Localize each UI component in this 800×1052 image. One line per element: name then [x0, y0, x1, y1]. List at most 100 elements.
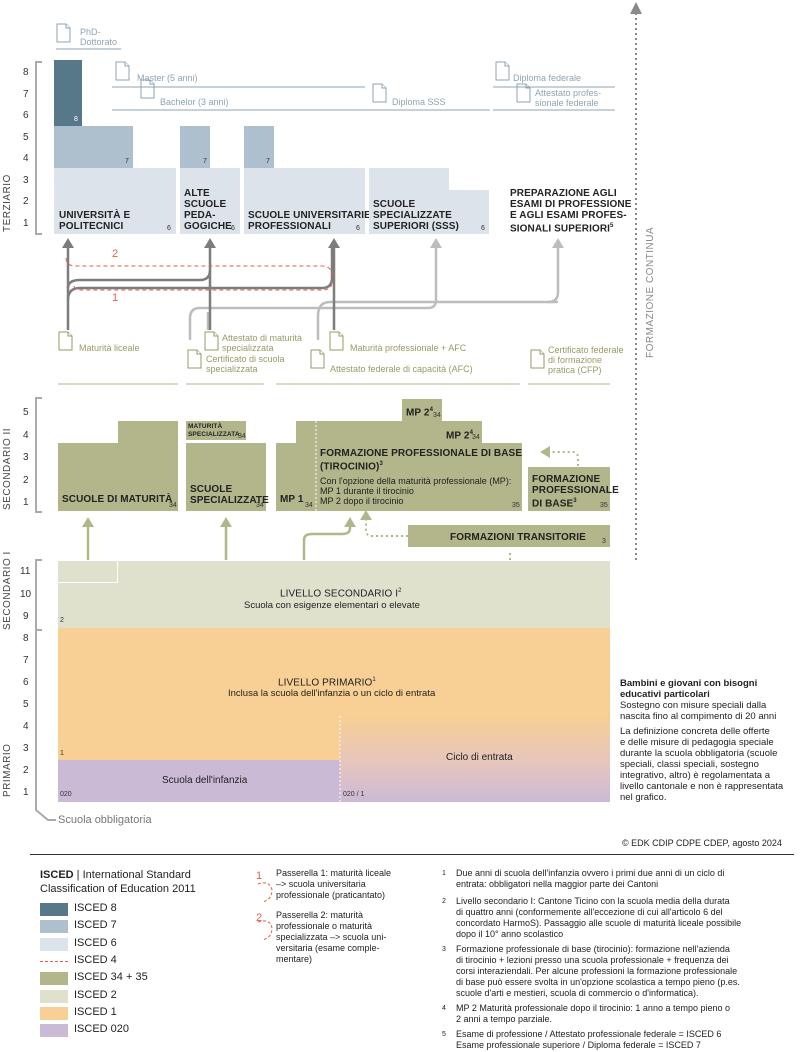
- year-tick-terziario: 4: [23, 153, 29, 164]
- passerella-legend-n1: 1: [256, 870, 263, 882]
- fpb-title: FORMAZIONE PROFESSIONALE DI BASE (TIROCI…: [320, 448, 523, 473]
- cert-bachelor: Bachelor (3 anni): [160, 97, 229, 107]
- maturita-top-block: [118, 421, 178, 443]
- year-tick-terziario: 5: [23, 131, 29, 143]
- cert-certificato-scuola: Certificato di scuola specializzata: [206, 354, 285, 374]
- code-6-alte: 6: [231, 225, 235, 232]
- year-tick-primario: 1: [23, 787, 29, 798]
- legend-swatch-isced020: [40, 1024, 68, 1038]
- code-6-sss: 6: [481, 225, 485, 232]
- cert-attestato-afc: Attestato federale di capacità (AFC): [330, 364, 473, 374]
- legend-swatch-isced6: [40, 937, 68, 951]
- sec1-notch: [58, 561, 118, 583]
- code-020-1: 020 / 1: [343, 791, 365, 798]
- fpb-block: [316, 443, 522, 511]
- footnote-text: MP 2 Maturità professionale dopo il tiro…: [456, 1003, 730, 1024]
- code-6-sup: 6: [356, 225, 360, 232]
- code-35-fpb2: 35: [600, 502, 608, 509]
- mp2-top-label: MP 24: [406, 407, 433, 419]
- footnote-number: 5: [442, 1031, 446, 1038]
- cert-maturita-prof: Maturità professionale + AFC: [350, 343, 467, 353]
- year-tick-sec1: 10: [20, 588, 32, 600]
- year-tick-sec2: 5: [23, 407, 29, 418]
- mp1-label: MP 1: [280, 494, 304, 505]
- year-tick-sec2: 3: [23, 452, 29, 463]
- code-35-fpb: 35: [512, 502, 520, 509]
- cert-certificato-cfp: Certificato federale di formazione prati…: [548, 345, 624, 375]
- footnote-number: 4: [442, 1005, 446, 1012]
- legend-swatch-isced34: [40, 972, 68, 986]
- code-2: 2: [60, 617, 64, 624]
- uni-block: [54, 168, 176, 234]
- footnote-number: 1: [442, 870, 446, 877]
- uni-label: UNIVERSITÀ E POLITECNICI: [59, 210, 131, 232]
- legend-label-isced34: ISCED 34 + 35: [74, 971, 148, 984]
- sup-block: [244, 168, 365, 234]
- cert-maturita-liceale: Maturità liceale: [79, 343, 140, 353]
- cert-diploma-federale: Diploma federale: [513, 73, 582, 83]
- master-sup-block: [244, 126, 274, 168]
- year-tick-primario: 7: [23, 655, 29, 666]
- special-p2: La definizione concreta delle offerte e …: [620, 726, 784, 803]
- legend-swatch-isced2: [40, 989, 68, 1003]
- infanzia-label: Scuola dell'infanzia: [162, 775, 248, 786]
- legend-title: ISCED | International Standard Classific…: [40, 869, 196, 895]
- prim-title: LIVELLO PRIMARIO1: [278, 677, 376, 689]
- year-tick-sec1: 11: [20, 566, 31, 577]
- mat-spec-label: MATURITÀ SPECIALIZZATA: [188, 423, 240, 438]
- special-title: Bambini e giovani con bisogni educativi …: [620, 678, 758, 700]
- phd-block-lower: [54, 60, 82, 126]
- code-34-maturita: 34: [169, 502, 177, 509]
- year-tick-terziario: 1: [23, 217, 29, 229]
- transitorie-label: FORMAZIONI TRANSITORIE: [450, 532, 586, 543]
- code-1: 1: [60, 750, 64, 757]
- year-tick-sec2: 1: [23, 497, 29, 508]
- cert-attestato-prof: Attestato profes- sionale federale: [535, 88, 602, 108]
- special-p1: Sostegno con misure speciali dalla nasci…: [620, 700, 777, 722]
- legend-swatch-isced8: [40, 903, 68, 916]
- code-8b: 8: [74, 116, 78, 123]
- year-tick-primario: 5: [23, 699, 29, 710]
- maturita-block: [58, 443, 178, 511]
- fpb2-block: [528, 467, 610, 511]
- year-tick-sec1: 9: [23, 611, 29, 622]
- mp1-block: [276, 443, 316, 511]
- passerella-1-label: 1: [112, 292, 119, 304]
- code-7-sup: 7: [266, 158, 270, 165]
- cert-phd: PhD- Dottorato: [80, 27, 118, 47]
- cert-master: Master (5 anni): [137, 73, 198, 83]
- maturita-label: SCUOLE DI MATURITÀ: [62, 494, 173, 505]
- code-34-mp2a: 34: [433, 412, 441, 419]
- code-7-alte: 7: [203, 158, 207, 165]
- legend-label-isced7: ISCED 7: [74, 919, 117, 932]
- legend-swatch-isced1: [40, 1006, 68, 1020]
- code-34-spec: 34: [256, 502, 264, 509]
- mp2-mid-label: MP 24: [446, 430, 473, 442]
- year-tick-sec2: 2: [23, 474, 29, 486]
- passerella-2-label: 2: [112, 248, 119, 260]
- code-020: 020: [60, 791, 72, 798]
- ciclo-label: Ciclo di entrata: [446, 752, 513, 763]
- year-tick-primario: 2: [23, 765, 29, 776]
- year-tick-terziario: 3: [23, 174, 29, 186]
- footnote-number: 2: [442, 898, 446, 905]
- legend-label-isced6: ISCED 6: [74, 936, 117, 949]
- year-tick-terziario: 2: [23, 196, 29, 207]
- code-3-trans: 3: [602, 538, 606, 545]
- infanzia-block: [58, 760, 340, 802]
- footnote-text: Formazione professionale di base (tiroci…: [456, 944, 740, 998]
- footnote-text: Livello secondario I: Cantone Ticino con…: [456, 896, 742, 939]
- passerella-legend-t1: Passerella 1: maturità liceale –> scuola…: [276, 868, 392, 900]
- legend-label-isced020: ISCED 020: [74, 1023, 130, 1036]
- sec1-block: [58, 561, 610, 628]
- copyright: © EDK CDIP CDPE CDEP, agosto 2024: [622, 838, 782, 848]
- legend-label-isced1: ISCED 1: [74, 1005, 117, 1018]
- legend-label-isced2: ISCED 2: [74, 988, 117, 1001]
- cert-diploma-sss: Diploma SSS: [392, 97, 446, 107]
- footnote-text: Due anni di scuola dell'infanzia ovvero …: [456, 868, 725, 889]
